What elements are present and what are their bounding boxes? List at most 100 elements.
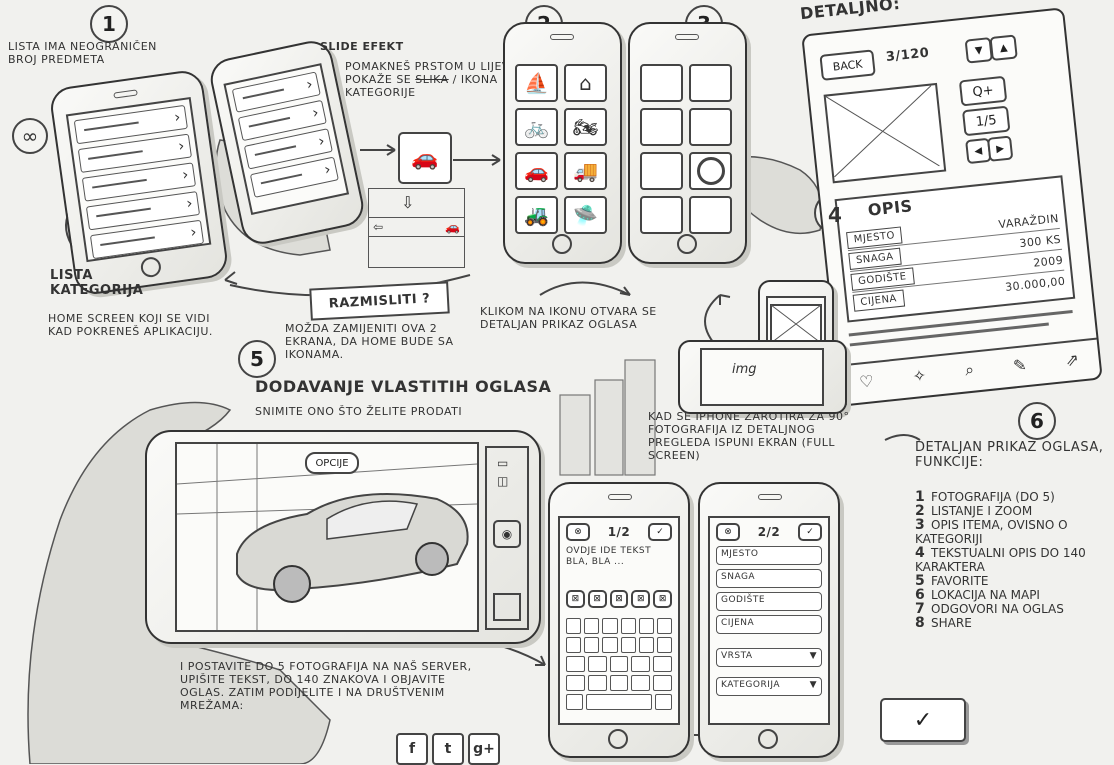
keyboard-space-key[interactable] [586,694,652,710]
video-mode-icon[interactable]: ▭ [497,456,509,470]
confirm-check-button[interactable]: ✓ [880,698,966,742]
facebook-icon[interactable]: f [396,733,428,765]
category-select[interactable]: KATEGORIJA▼ [716,677,822,696]
home-button[interactable] [552,234,572,254]
share-icon[interactable]: ⇗ [1064,349,1080,370]
options-button[interactable]: OPCIJE [305,452,359,474]
grid-cell[interactable] [640,196,683,234]
chair-category-icon[interactable]: ⌂ [564,64,607,102]
grid-cell[interactable] [640,64,683,102]
keyboard-key[interactable] [602,618,618,634]
photo-slot-icon[interactable]: ⊠ [566,590,585,608]
zoom-button[interactable]: Q+ [958,75,1008,107]
keyboard-key[interactable] [566,656,585,672]
confirm-icon[interactable]: ✓ [648,523,672,541]
location-field[interactable]: MJESTO [716,546,822,565]
ad-form-step2-screen: ⊗ 2/2 ✓ MJESTO SNAGA GODIŠTE CIJENA VRST… [708,516,830,725]
cancel-icon[interactable]: ⊗ [566,523,590,541]
keyboard-key[interactable] [602,637,618,653]
image-placeholder-icon [770,304,822,344]
camera-viewfinder: OPCIJE [175,442,479,632]
truck-category-icon[interactable]: 🚚 [564,152,607,190]
googleplus-icon[interactable]: g+ [468,733,500,765]
cancel-icon[interactable]: ⊗ [716,523,740,541]
photo-slot-icon[interactable]: ⊠ [631,590,651,608]
ad-text-input[interactable]: OVDJE IDE TEKST BLA, BLA ... [566,546,652,567]
slide-effect-title: SLIDE EFEKT [320,40,404,53]
favorite-icon[interactable]: ♡ [858,370,875,392]
search-icon[interactable]: ⌕ [964,359,975,380]
type-select[interactable]: VRSTA▼ [716,648,822,667]
tap-target-cell[interactable] [689,152,732,190]
ad-photo-placeholder[interactable] [823,82,947,184]
camera-controls-bar: ▭ ◫ ◉ [485,446,529,630]
home-button[interactable] [677,234,697,254]
home-button[interactable] [608,729,628,749]
power-field[interactable]: SNAGA [716,569,822,588]
grid-cell[interactable] [640,108,683,146]
reply-icon[interactable]: ✎ [1012,354,1028,375]
grid-cell[interactable] [689,196,732,234]
grid-cell[interactable] [689,64,732,102]
form-step-counter: 1/2 [607,525,631,539]
photo-next-icon[interactable]: ▶ [986,135,1014,162]
swipe-screen [223,63,350,216]
keyboard-key[interactable] [638,618,654,634]
step-4-badge: 4 [828,203,842,227]
keyboard-key[interactable] [620,637,636,653]
keyboard-key[interactable] [654,694,673,710]
keyboard-key[interactable] [566,694,584,710]
keyboard-key[interactable] [566,675,585,691]
boat-category-icon[interactable]: ⛵ [515,64,558,102]
keyboard-key[interactable] [566,637,582,653]
location-icon[interactable]: ✧ [911,365,928,386]
photo-slot-icon[interactable]: ⊠ [653,590,672,608]
add-ads-desc: I POSTAVITE DO 5 FOTOGRAFIJA NA NAŠ SERV… [180,660,472,712]
keyboard-key[interactable] [587,656,607,672]
camera-shutter-icon[interactable]: ◉ [493,520,521,548]
grid-cell[interactable] [689,108,732,146]
car-photo-sketch [177,444,477,630]
twitter-icon[interactable]: t [432,733,464,765]
add-ads-subtitle: SNIMITE ONO ŠTO ŽELITE PRODATI [255,405,463,418]
keyboard-key[interactable] [638,637,654,653]
keyboard-key[interactable] [584,637,600,653]
motorbike-category-icon[interactable]: 🏍 [564,108,607,146]
price-field[interactable]: CIJENA [716,615,822,634]
grid-cell[interactable] [640,152,683,190]
keyboard-key[interactable] [620,618,636,634]
next-ad-icon[interactable]: ▲ [989,34,1018,62]
keyboard-key[interactable] [584,618,600,634]
photo-slots: ⊠ ⊠ ⊠ ⊠ ⊠ [566,590,672,608]
car-category-icon[interactable]: 🚗 [515,152,558,190]
photo-slot-icon[interactable]: ⊠ [609,590,629,608]
photo-mode-icon[interactable]: ◫ [497,474,509,488]
keyboard [560,618,678,710]
keyboard-key[interactable] [609,675,629,691]
keyboard-key[interactable] [587,675,607,691]
keyboard-key[interactable] [656,637,673,653]
home-button[interactable] [758,729,778,749]
photo-slot-icon[interactable]: ⊠ [587,590,607,608]
confirm-icon[interactable]: ✓ [798,523,822,541]
bicycle-category-icon[interactable]: 🚲 [515,108,558,146]
form-step-counter: 2/2 [757,525,781,539]
keyboard-key[interactable] [609,656,629,672]
back-button[interactable]: BACK [819,49,876,81]
car-category-icon[interactable]: 🚗 [398,132,452,184]
keyboard-key[interactable] [653,675,672,691]
keyboard-key[interactable] [656,618,673,634]
gallery-thumbnail[interactable] [493,593,521,621]
ufo-category-icon[interactable]: 🛸 [564,196,607,234]
keyboard-key[interactable] [566,618,582,634]
prev-ad-icon[interactable]: ▼ [964,37,993,64]
year-field[interactable]: GODIŠTE [716,592,822,611]
keyboard-key[interactable] [631,675,651,691]
keyboard-key[interactable] [653,656,672,672]
keyboard-key[interactable] [631,656,651,672]
tractor-category-icon[interactable]: 🚜 [515,196,558,234]
